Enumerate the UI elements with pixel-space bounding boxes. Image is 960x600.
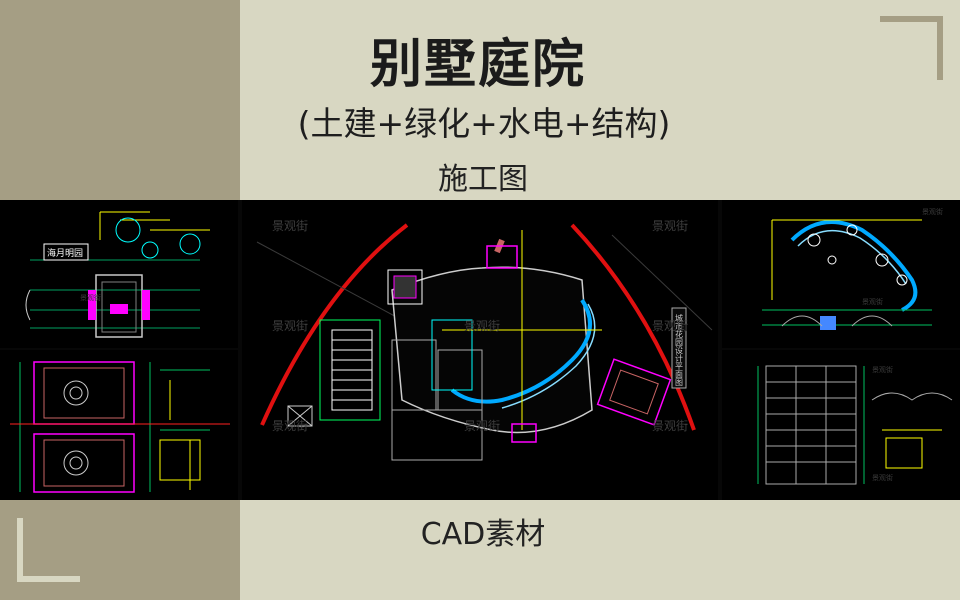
- watermark: 景观街: [652, 419, 688, 433]
- page-title-text: 别墅庭院: [369, 35, 586, 95]
- footer-label: CAD素材: [240, 509, 960, 553]
- watermark: 景观街: [862, 297, 883, 306]
- drawing-type-text: 施工图: [438, 162, 528, 197]
- watermark: 景观街: [872, 473, 893, 482]
- page-title: 别墅庭院: [240, 22, 960, 97]
- corner-bracket-icon: [880, 16, 943, 80]
- watermark: 景观街: [272, 219, 308, 233]
- cad-preview-strip: 海月明园 景观街: [0, 200, 960, 500]
- corner-bracket-icon: [17, 518, 80, 582]
- page-subtitle-text: (土建+绿化+水电+结构): [297, 104, 671, 143]
- cad-elevation-drawing: 海月明园 景观街: [0, 200, 238, 348]
- vertical-note: 城市花园设计平面图: [675, 314, 684, 387]
- footer-label-text: CAD素材: [420, 517, 546, 552]
- drawing-type-label: 施工图: [240, 154, 960, 198]
- watermark: 景观街: [464, 419, 500, 433]
- watermark: 景观街: [652, 319, 688, 333]
- sign-label: 海月明园: [47, 247, 83, 259]
- watermark: 景观街: [272, 419, 308, 433]
- watermark: 景观街: [272, 319, 308, 333]
- watermark: 景观街: [872, 365, 893, 374]
- watermark: 景观街: [922, 207, 943, 216]
- watermark: 景观街: [652, 219, 688, 233]
- watermark: 景观街: [464, 319, 500, 333]
- watermark: 景观街: [80, 293, 101, 302]
- cad-site-plan: 城市花园设计平面图 景观街 景观街 景观街 景观街 景观街 景观街 景观街 景观…: [242, 200, 718, 500]
- cad-paving-detail: 景观街 景观街: [722, 350, 960, 500]
- cad-garden-detail: 景观街 景观街: [722, 200, 960, 348]
- page-subtitle: (土建+绿化+水电+结构): [240, 97, 960, 145]
- cad-detail-drawing: [0, 350, 238, 500]
